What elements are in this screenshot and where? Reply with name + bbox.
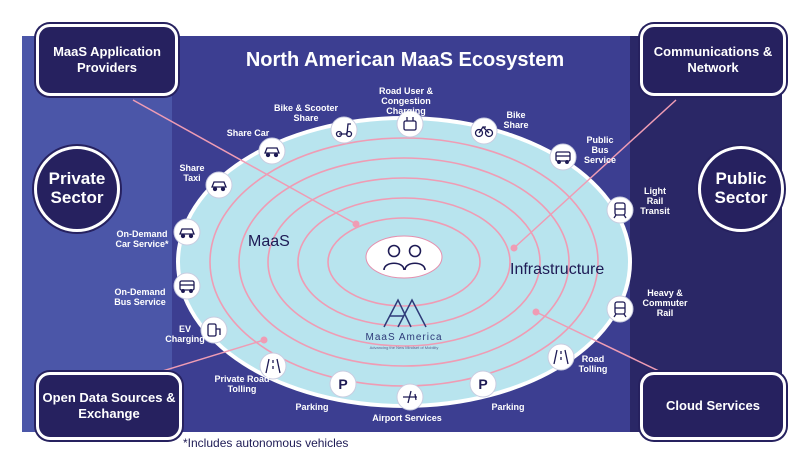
heavy-commuter-rail-node (606, 295, 634, 323)
parking-left-node-circle (329, 370, 357, 398)
center-users-pill (365, 235, 443, 279)
road-tolling-node (547, 343, 575, 371)
private-sector-circle: Private Sector (34, 146, 120, 232)
on-demand-car-icon (179, 228, 195, 239)
parking-left-icon: P (338, 376, 347, 392)
on-demand-bus-node (173, 272, 201, 300)
ring-2 (238, 157, 570, 367)
label-road-user-charging: Road User & Congestion Charging (378, 86, 433, 117)
label-share-car: Share Car (226, 128, 270, 138)
maas-america-logo-mark (383, 298, 427, 328)
label-private-road-tolling: Private Road Tolling (214, 374, 270, 395)
private-road-tolling-node (259, 352, 287, 380)
share-car-node (258, 137, 286, 165)
airport-services-icon (403, 390, 417, 404)
label-share-taxi: Share Taxi (179, 163, 205, 184)
label-light-rail: Light Rail Transit (640, 186, 670, 217)
public-sector-circle: Public Sector (698, 146, 784, 232)
light-rail-icon (613, 202, 627, 219)
infrastructure-label: Infrastructure (510, 261, 605, 278)
private-road-tolling-icon (265, 358, 281, 374)
label-parking-right: Parking (491, 402, 525, 412)
communications-network-box: Communications & Network (640, 24, 786, 96)
on-demand-car-node-circle (173, 218, 201, 246)
label-heavy-commuter-rail: Heavy & Commuter Rail (642, 288, 688, 319)
on-demand-car-node (173, 218, 201, 246)
road-user-charging-node-circle (396, 110, 424, 138)
bike-scooter-share-icon (335, 123, 353, 138)
public-bus-node-circle (549, 143, 577, 171)
label-parking-left: Parking (295, 402, 329, 412)
share-car-icon (264, 147, 280, 158)
road-user-charging-node (396, 110, 424, 138)
left-band (22, 36, 172, 432)
ring-4 (297, 197, 511, 327)
label-road-tolling: Road Tolling (578, 354, 608, 375)
parking-left-symbol: P (338, 376, 347, 392)
airport-services-node (396, 383, 424, 411)
dot-open-data (260, 336, 268, 344)
footnote: *Includes autonomous vehicles (183, 436, 349, 450)
connector-dots (260, 220, 540, 344)
share-taxi-icon (211, 181, 227, 192)
ev-charging-node-circle (200, 316, 228, 344)
connector-comms (513, 99, 677, 249)
public-bus-node (549, 143, 577, 171)
heavy-commuter-rail-node-circle (606, 295, 634, 323)
dot-maas (352, 220, 360, 228)
heavy-commuter-rail-icon (613, 301, 627, 318)
light-rail-node-circle (606, 196, 634, 224)
parking-right-node-circle (469, 370, 497, 398)
label-public-bus: Public Bus Service (583, 135, 617, 166)
ring-3 (267, 177, 541, 347)
label-on-demand-bus: On-Demand Bus Service (114, 287, 166, 308)
logo-name: MaaS America (365, 332, 443, 343)
maas-application-providers-box: MaaS Application Providers (36, 24, 178, 96)
ev-charging-node (200, 316, 228, 344)
label-airport-services: Airport Services (372, 413, 442, 423)
on-demand-bus-node-circle (173, 272, 201, 300)
light-rail-node (606, 196, 634, 224)
cloud-services-box: Cloud Services (640, 372, 786, 440)
dot-cloud (532, 308, 540, 316)
parking-left-node: P (329, 370, 357, 398)
on-demand-bus-icon (179, 280, 195, 293)
label-bike-scooter-share: Bike & Scooter Share (273, 103, 339, 124)
diagram-title: North American MaaS Ecosystem (245, 49, 565, 71)
bike-share-icon (474, 125, 494, 138)
users-icon (383, 244, 426, 271)
bike-share-node (470, 117, 498, 145)
right-band (630, 36, 782, 432)
share-taxi-node (205, 171, 233, 199)
dot-infrastructure (510, 244, 518, 252)
connector-maas-app (132, 99, 357, 225)
maas-label: MaaS (248, 233, 290, 250)
open-data-sources-box: Open Data Sources & Exchange (36, 372, 182, 440)
label-bike-share: Bike Share (503, 110, 529, 131)
bike-scooter-share-node (330, 116, 358, 144)
label-on-demand-car: On-Demand Car Service* (115, 229, 169, 250)
ev-charging-icon (207, 323, 221, 337)
road-tolling-icon (553, 349, 569, 365)
share-car-node-circle (258, 137, 286, 165)
parking-right-symbol: P (478, 376, 487, 392)
parking-right-icon: P (478, 376, 487, 392)
public-bus-icon (555, 151, 571, 164)
logo-tagline: Advancing the New Mindset of Mobility (369, 345, 439, 350)
parking-right-node: P (469, 370, 497, 398)
label-ev-charging: EV Charging (165, 324, 205, 345)
road-user-charging-icon (403, 117, 417, 131)
share-taxi-node-circle (205, 171, 233, 199)
ring-5 (327, 217, 481, 307)
bike-share-node-circle (470, 117, 498, 145)
